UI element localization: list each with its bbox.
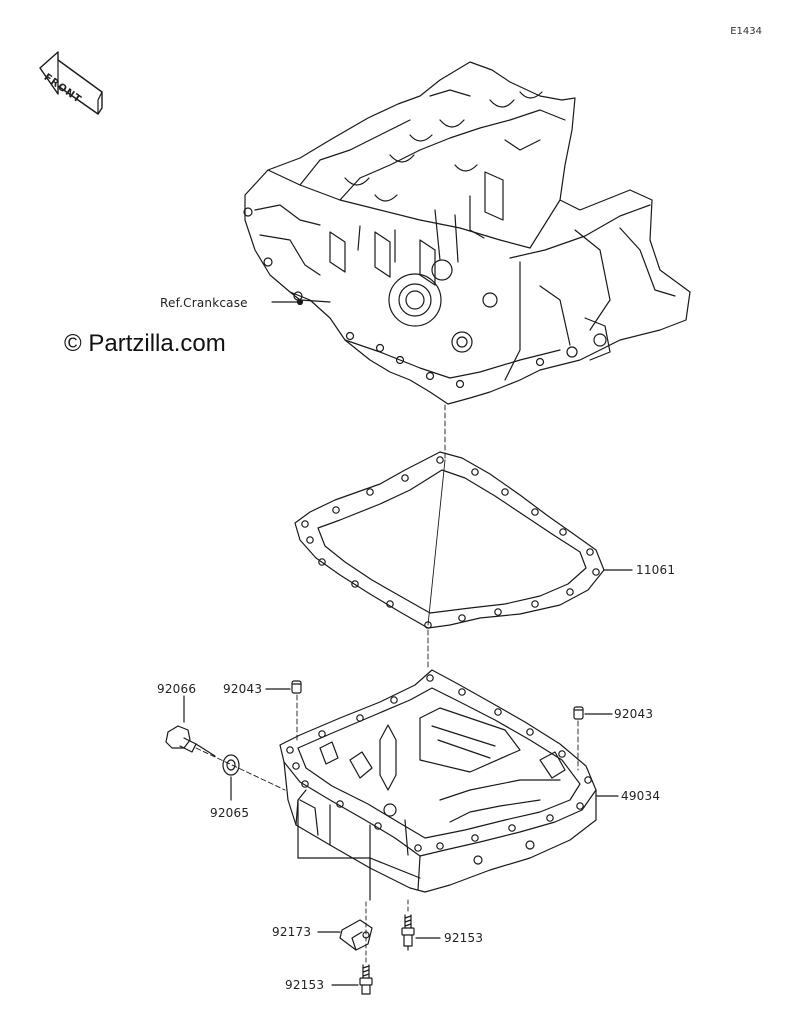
figure-id: E1434 <box>730 26 762 37</box>
dowel-pin-right <box>573 706 584 720</box>
bolt-bottom-drawing <box>359 964 373 995</box>
clamp-drawing <box>339 919 373 951</box>
washer-drawing <box>222 754 240 776</box>
label-clamp[interactable]: 92173 <box>272 925 312 939</box>
label-bolt-mid[interactable]: 92153 <box>444 931 484 945</box>
watermark: © Partzilla.com <box>64 330 226 357</box>
label-oil-pan[interactable]: 49034 <box>621 789 661 803</box>
label-gasket[interactable]: 11061 <box>636 563 676 577</box>
dowel-pin-left <box>291 680 302 694</box>
front-arrow-icon <box>39 51 103 115</box>
label-drain-plug[interactable]: 92066 <box>157 682 197 696</box>
drain-plug-drawing <box>165 725 216 757</box>
oil-pan-drawing <box>279 669 597 893</box>
label-washer[interactable]: 92065 <box>210 806 250 820</box>
gasket-drawing <box>294 451 605 629</box>
label-dowel-left[interactable]: 92043 <box>223 682 263 696</box>
crankcase-drawing <box>243 61 691 405</box>
label-bolt-bottom[interactable]: 92153 <box>285 978 325 992</box>
label-dowel-right[interactable]: 92043 <box>614 707 654 721</box>
label-crankcase[interactable]: Ref.Crankcase <box>160 296 248 310</box>
bolt-mid-drawing <box>401 914 415 951</box>
